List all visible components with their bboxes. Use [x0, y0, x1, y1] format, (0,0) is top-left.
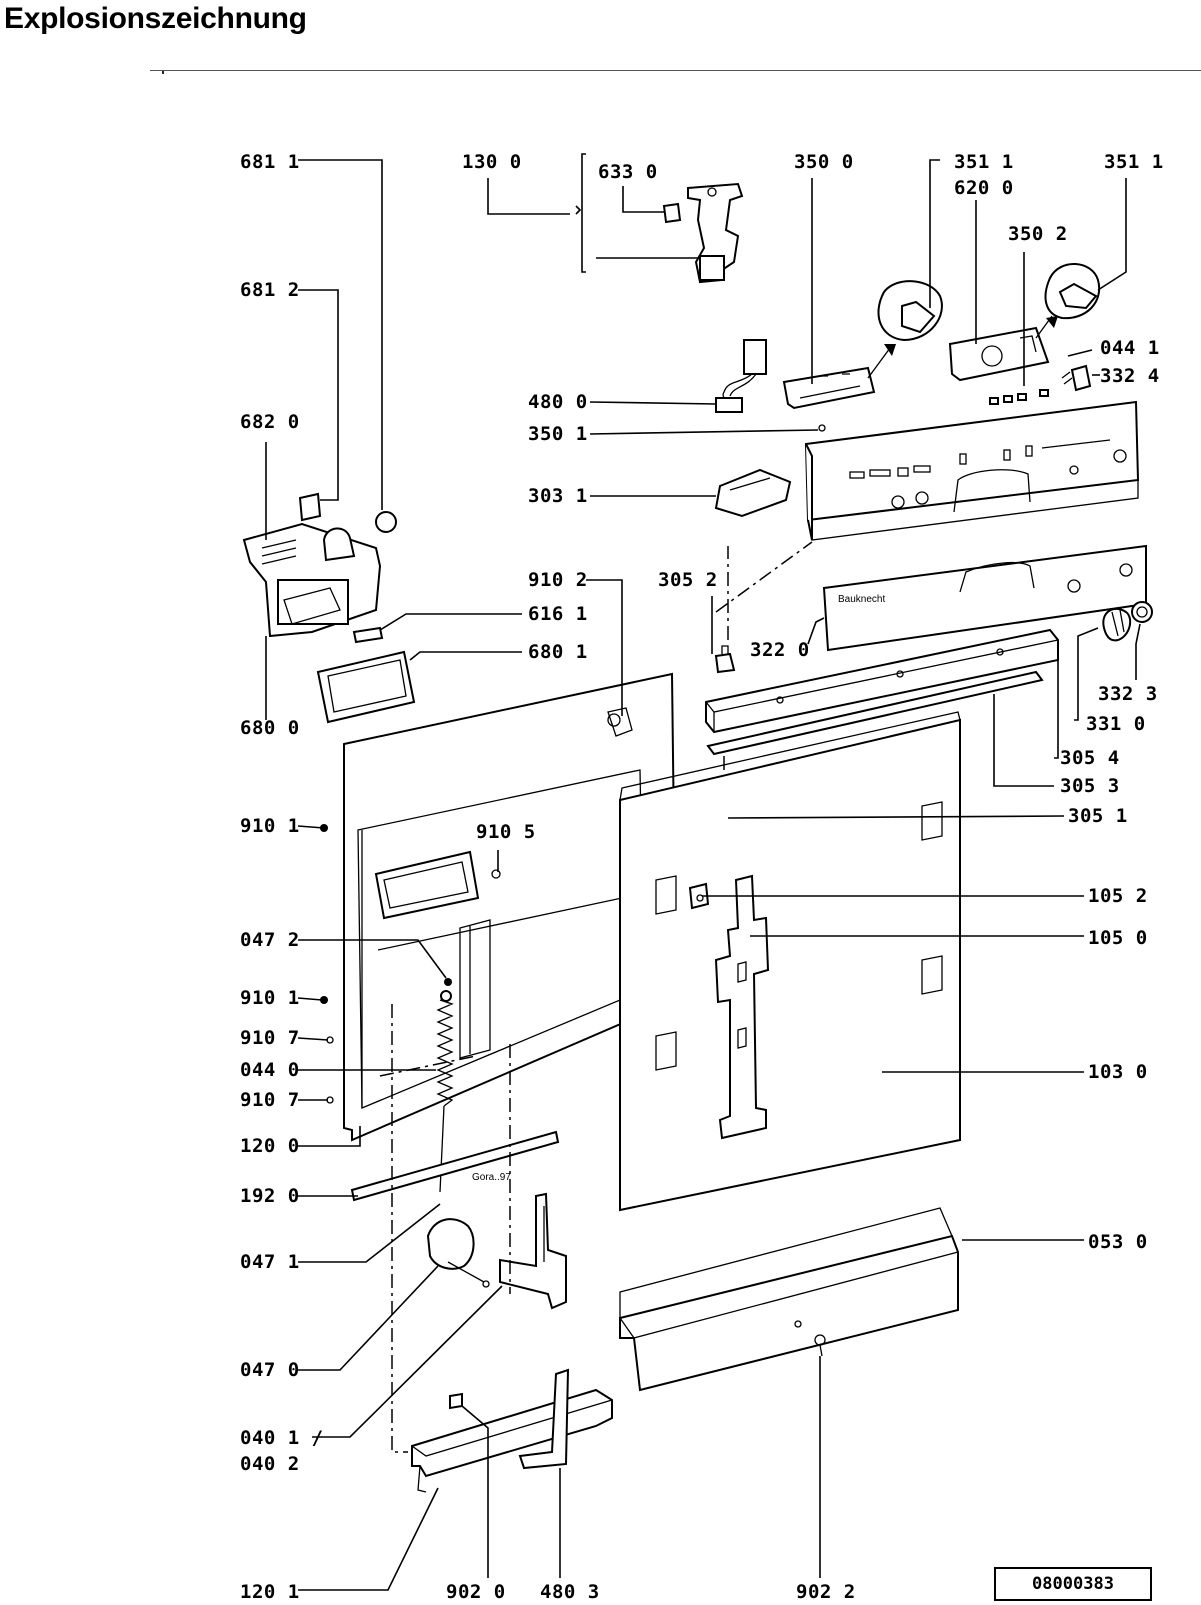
svg-text:Bauknecht: Bauknecht — [838, 594, 885, 605]
part-902-2-screw — [814, 1334, 826, 1357]
callout-103-0: 103 0 — [1088, 1061, 1148, 1083]
callout-305-2: 305 2 — [658, 569, 718, 591]
callout-105-2: 105 2 — [1088, 885, 1148, 907]
callout-047-1: 047 1 — [240, 1251, 300, 1273]
screw-910-5 — [491, 869, 501, 879]
callout-350-1: 350 1 — [528, 423, 588, 445]
title-divider — [150, 70, 1201, 71]
callout-130-0: 130 0 — [462, 151, 522, 173]
part-303-1-latch — [714, 468, 792, 518]
callout-480-0: 480 0 — [528, 391, 588, 413]
callout-616-1: 616 1 — [528, 603, 588, 625]
callout-910-1-upper: 910 1 — [240, 815, 300, 837]
divider-mark — [162, 71, 164, 74]
callout-351-1-left: 351 1 — [954, 151, 1014, 173]
part-332-4-pin — [1061, 364, 1092, 392]
part-331-0-knob — [1102, 601, 1153, 642]
callout-120-0: 120 0 — [240, 1135, 300, 1157]
callout-044-0: 044 0 — [240, 1059, 300, 1081]
part-103-0-outer-door — [619, 711, 961, 1212]
stamp-text: Gora..97 — [472, 1172, 511, 1183]
part-620-control-unit — [948, 326, 1050, 382]
part-305-rails — [705, 628, 1059, 756]
callout-305-3: 305 3 — [1060, 775, 1120, 797]
callout-681-1: 681 1 — [240, 151, 300, 173]
guide-line-5 — [379, 1055, 477, 1077]
part-616-1 — [352, 626, 384, 644]
part-350-1-screw — [818, 424, 826, 432]
callout-680-1: 680 1 — [528, 641, 588, 663]
part-105-0-plate — [714, 874, 770, 1140]
guide-line-1 — [715, 541, 813, 640]
part-680-1-gasket — [316, 650, 416, 724]
callout-910-1-lower: 910 1 — [240, 987, 300, 1009]
callout-332-4: 332 4 — [1100, 365, 1160, 387]
callout-910-2: 910 2 — [528, 569, 588, 591]
callout-902-0: 902 0 — [446, 1581, 506, 1603]
part-120-1-lower-bracket — [411, 1368, 613, 1493]
part-192-0-strip — [350, 1130, 560, 1202]
callout-350-2: 350 2 — [1008, 223, 1068, 245]
part-322-0-fascia: Bauknecht — [822, 544, 1147, 652]
clip-047-2 — [444, 978, 452, 986]
callout-305-4: 305 4 — [1060, 747, 1120, 769]
callout-620-0: 620 0 — [954, 177, 1014, 199]
callout-331-0: 331 0 — [1086, 713, 1146, 735]
part-control-panel — [804, 400, 1140, 541]
knob-detail-1 — [867, 280, 943, 379]
part-480-harness — [715, 339, 767, 413]
part-682-dispenser — [242, 492, 397, 638]
callout-910-7-upper: 910 7 — [240, 1027, 300, 1049]
part-040-bracket — [499, 1192, 567, 1310]
part-044-0-spring — [436, 990, 454, 1193]
callout-040-2: 040 2 — [240, 1453, 300, 1475]
page-title: Explosionszeichnung — [4, 2, 307, 35]
callout-047-0: 047 0 — [240, 1359, 300, 1381]
callout-047-2: 047 2 — [240, 929, 300, 951]
part-053-0-kickplate — [619, 1207, 959, 1392]
callout-910-7-lower: 910 7 — [240, 1089, 300, 1111]
callout-labels: 681 1 681 2 682 0 680 0 130 0 633 0 350 … — [240, 151, 1164, 1603]
callout-350-0: 350 0 — [794, 151, 854, 173]
callout-351-1-right: 351 1 — [1104, 151, 1164, 173]
drawing-number: 08000383 — [994, 1567, 1152, 1601]
screw-910-1-lower — [320, 996, 328, 1004]
callout-044-1: 044 1 — [1100, 337, 1160, 359]
callout-681-2: 681 2 — [240, 279, 300, 301]
part-047-hinge — [426, 1218, 490, 1288]
callout-322-0: 322 0 — [750, 639, 810, 661]
leader-lines — [265, 153, 1141, 1591]
knob-detail-2 — [1035, 263, 1101, 339]
callout-633-0: 633 0 — [598, 161, 658, 183]
callout-682-0: 682 0 — [240, 411, 300, 433]
callout-120-1: 120 1 — [240, 1581, 300, 1603]
part-305-2-clip — [714, 645, 736, 674]
parts-artwork: Bauknecht — [242, 182, 1153, 1493]
callout-910-5: 910 5 — [476, 821, 536, 843]
callout-305-1: 305 1 — [1068, 805, 1128, 827]
callout-680-0: 680 0 — [240, 717, 300, 739]
part-350-2-buttons — [989, 389, 1049, 405]
callout-480-3: 480 3 — [540, 1581, 600, 1603]
part-350-board — [782, 366, 876, 410]
callout-902-2: 902 2 — [796, 1581, 856, 1603]
callout-053-0: 053 0 — [1088, 1231, 1148, 1253]
callout-303-1: 303 1 — [528, 485, 588, 507]
part-130-bracket — [662, 182, 744, 284]
callout-332-3: 332 3 — [1098, 683, 1158, 705]
callout-040-1: 040 1 / — [240, 1427, 324, 1449]
callout-105-0: 105 0 — [1088, 927, 1148, 949]
callout-192-0: 192 0 — [240, 1185, 300, 1207]
